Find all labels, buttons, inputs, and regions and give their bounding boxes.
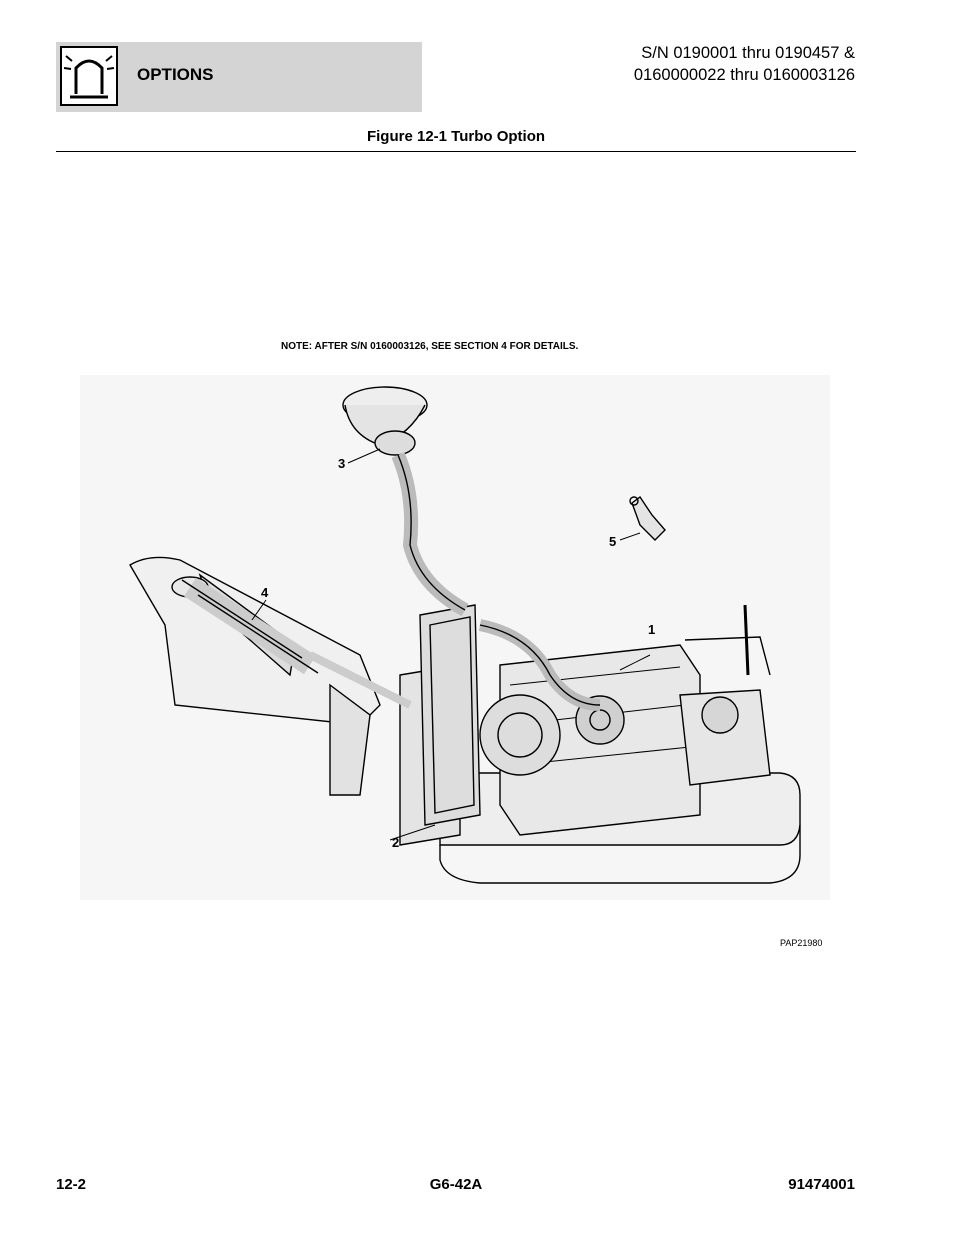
illustration-code: PAP21980: [780, 938, 823, 948]
serial-line-2: 0160000022 thru 0160003126: [633, 66, 855, 84]
callout-1: 1: [648, 622, 656, 637]
beacon-light-icon: [60, 46, 118, 106]
model-number: G6-42A: [429, 1176, 483, 1193]
header-divider: [56, 151, 856, 152]
callout-3: 3: [338, 456, 346, 471]
turbo-engine-illustration: [80, 375, 830, 900]
serial-range: S/N 0190001 thru 0190457 & 0160000022 th…: [634, 42, 855, 86]
figure-title: Figure 12-1 Turbo Option: [366, 128, 546, 145]
serial-line-1: S/N 0190001 thru 0190457 &: [641, 44, 855, 62]
figure-note: NOTE: AFTER S/N 0160003126, SEE SECTION …: [281, 341, 579, 352]
page-number: 12-2: [56, 1176, 87, 1193]
callout-2: 2: [392, 835, 400, 850]
callout-5: 5: [609, 534, 617, 549]
section-title: OPTIONS: [137, 65, 214, 84]
document-number: 91474001: [788, 1176, 855, 1193]
callout-4: 4: [261, 585, 269, 600]
